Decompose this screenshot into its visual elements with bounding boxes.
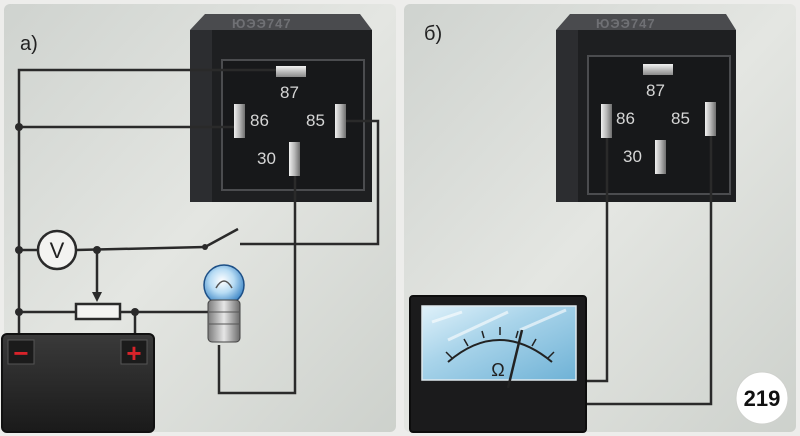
wire-85-ohmmeter [586,136,713,406]
meter-scale [447,339,553,363]
meter-ticks [445,327,555,359]
pin-30-b [655,140,666,174]
ohmmeter: Ω [409,295,587,433]
relay-a: ЮЭЭ747 87 86 85 30 [190,14,372,202]
pin-30-label-a: 30 [257,149,276,168]
switch-pivot [202,244,208,250]
pin-87-label-b: 87 [646,81,665,100]
relay-b-code: ЮЭЭ747 [596,16,656,31]
meter-needle [506,329,524,389]
wire-86-ohmmeter [586,138,609,383]
pin-86-label-b: 86 [616,109,635,128]
battery: − + [1,333,155,433]
relay-b: ЮЭЭ747 87 86 85 30 [556,14,736,202]
figure-number: 219 [744,386,781,411]
switch [204,227,239,249]
voltmeter-symbol: V [50,238,65,263]
pin-30-label-b: 30 [623,147,642,166]
pin-86-b [601,104,612,138]
pin-85-a [335,104,346,138]
pin-87-b [643,64,673,75]
junction-dot [15,308,23,316]
pin-85-label-a: 85 [306,111,325,130]
wire-85 [240,119,380,246]
junction-dot [131,308,139,316]
rheostat [74,292,122,321]
pin-86-label-a: 86 [250,111,269,130]
voltmeter: V [36,229,78,271]
pin-87-label-a: 87 [280,83,299,102]
battery-plus-terminal: + [126,338,141,368]
panel-b: б) ЮЭЭ747 87 86 85 30 [409,14,789,433]
pin-30-a [289,142,300,176]
wiring-b [586,136,713,406]
ohmmeter-symbol: Ω [491,360,504,380]
panel-a: а) ЮЭЭ747 87 86 85 30 [1,14,380,433]
wire-30 [217,176,297,395]
lamp [203,264,245,343]
figure-number-badge: 219 [735,371,789,425]
pin-87-a [276,66,306,77]
pin-85-label-b: 85 [671,109,690,128]
rheostat-arrow [92,292,102,302]
panel-b-label: б) [424,23,442,45]
junction-dot [15,123,23,131]
battery-minus-terminal: − [13,338,28,368]
pin-86-a [234,104,245,138]
junction-dot [15,246,23,254]
junction-dot [93,246,101,254]
relay-a-code: ЮЭЭ747 [232,16,292,31]
pin-85-b [705,102,716,136]
panel-a-label: а) [20,33,38,55]
